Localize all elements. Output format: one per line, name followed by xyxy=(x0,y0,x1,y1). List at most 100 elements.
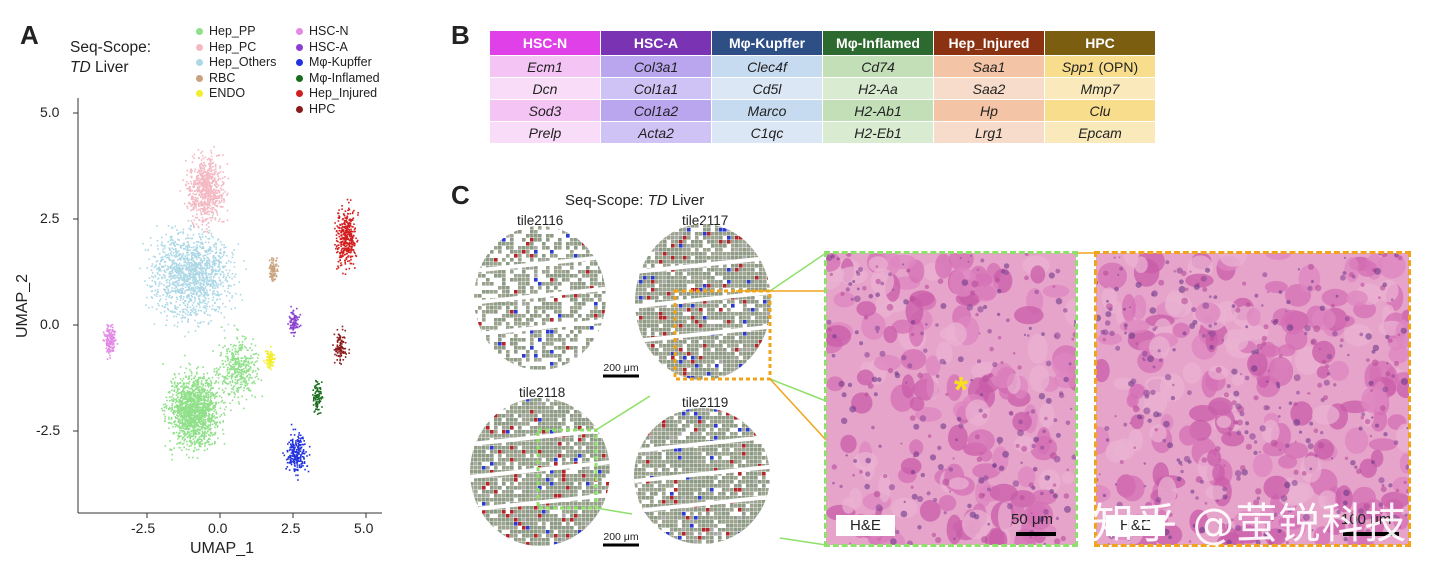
marker-gene-cell: C1qc xyxy=(711,121,823,144)
legend-label: HSC-N xyxy=(309,24,349,38)
marker-gene-cell: Saa2 xyxy=(933,77,1045,100)
legend-label: Hep_Others xyxy=(209,55,277,69)
he-scale-right-bar xyxy=(1343,532,1399,536)
zoom-box-orange xyxy=(673,289,772,381)
tile-label-2119: tile2119 xyxy=(682,395,729,410)
marker-gene-cell: Col1a2 xyxy=(600,99,712,122)
watermark: 知乎 @萤锐科技 xyxy=(1092,499,1408,548)
panel-a-title-line1: Seq-Scope: xyxy=(70,39,151,56)
tile-label-2117: tile2117 xyxy=(682,213,729,228)
tile-label-2118: tile2118 xyxy=(519,385,566,400)
marker-gene-cell: Hp xyxy=(933,99,1045,122)
legend-item: HSC-N xyxy=(296,24,380,40)
legend-dot xyxy=(196,59,203,67)
panel-c-title-post: Liver xyxy=(667,192,705,209)
marker-gene-cell: Dcn xyxy=(489,77,601,100)
legend-dot xyxy=(296,28,303,36)
marker-gene-cell: H2-Aa xyxy=(822,77,934,100)
legend-item: ENDO xyxy=(196,86,276,102)
he-label-left: H&E xyxy=(836,515,895,536)
marker-gene-cell: Col1a1 xyxy=(600,77,712,100)
y-tick-5: 5.0 xyxy=(40,104,60,120)
legend-dot xyxy=(196,74,203,82)
legend-item: RBC xyxy=(196,71,276,87)
legend-item: Hep_Injured xyxy=(296,86,380,102)
marker-gene-cell: Clu xyxy=(1044,99,1156,122)
tile-images xyxy=(470,224,771,546)
asterisk-marker: * xyxy=(954,369,969,410)
legend-dot xyxy=(296,59,303,67)
panel-a-letter: A xyxy=(20,20,39,50)
legend-label: Mφ-Kupffer xyxy=(309,55,372,69)
panel-a-title-line2: TD Liver xyxy=(70,58,151,78)
marker-gene-cell: Saa1 xyxy=(933,55,1045,78)
legend-label: HSC-A xyxy=(309,39,348,54)
tile-image xyxy=(635,224,771,380)
tile-label-2116: tile2116 xyxy=(517,213,564,228)
zoom-box-green xyxy=(536,428,598,510)
panel-a-title-italic: TD xyxy=(70,59,91,76)
legend-label: RBC xyxy=(209,70,236,85)
marker-gene-cell: Spp1 (OPN) xyxy=(1044,55,1156,78)
tile-image xyxy=(470,398,610,546)
legend-label: Hep_PP xyxy=(209,24,256,38)
marker-gene-cell: Epcam xyxy=(1044,121,1156,144)
legend-label: HPC xyxy=(309,101,336,116)
x-axis-ticks xyxy=(146,513,367,518)
legend-label: Hep_Injured xyxy=(309,86,378,100)
marker-header-5: HPC xyxy=(1044,30,1156,56)
he-scale-left-bar xyxy=(1016,532,1056,536)
legend-label: Mφ-Inflamed xyxy=(309,70,380,85)
legend-item: HSC-A xyxy=(296,40,380,56)
legend-dot xyxy=(196,90,203,98)
panel-a-title-rest: Liver xyxy=(90,59,129,76)
panel-c-title: Seq-Scope: TD Liver xyxy=(565,192,704,209)
legend-label: ENDO xyxy=(209,86,246,100)
he-label-right: H&E xyxy=(1106,515,1165,536)
legend-item: Hep_PC xyxy=(196,40,276,56)
legend-dot xyxy=(196,28,203,36)
y-tick-0: 0.0 xyxy=(40,316,60,332)
marker-gene-cell: Sod3 xyxy=(489,99,601,122)
marker-gene-cell: Lrg1 xyxy=(933,121,1045,144)
marker-header-0: HSC-N xyxy=(489,30,601,56)
tile-image xyxy=(634,408,770,544)
legend-item: HPC xyxy=(296,102,380,118)
y-tick-2-5: 2.5 xyxy=(40,210,60,226)
legend-item: Hep_Others xyxy=(196,55,276,71)
legend-dot xyxy=(296,90,303,98)
umap-plot xyxy=(73,98,382,518)
legend-item: Mφ-Kupffer xyxy=(296,55,380,71)
x-axis-label: UMAP_1 xyxy=(190,540,255,557)
x-tick-5: 5.0 xyxy=(354,520,374,536)
x-tick-neg-2-5: -2.5 xyxy=(131,520,156,536)
marker-header-2: Mφ-Kupffer xyxy=(711,30,823,56)
marker-gene-cell: Col3a1 xyxy=(600,55,712,78)
he-right-svg xyxy=(1096,253,1409,545)
legend-item: Hep_PP xyxy=(196,24,276,40)
he-scale-right-label: 100 μm xyxy=(1341,511,1392,528)
legend-dot xyxy=(296,105,303,113)
legend-dot xyxy=(296,43,303,51)
marker-gene-cell: Prelp xyxy=(489,121,601,144)
marker-header-4: Hep_Injured xyxy=(933,30,1045,56)
marker-gene-cell: Acta2 xyxy=(600,121,712,144)
x-tick-0: 0.0 xyxy=(208,520,228,536)
he-left-svg xyxy=(826,253,1076,545)
legend-dot xyxy=(296,74,303,82)
legend-item: Mφ-Inflamed xyxy=(296,71,380,87)
legend-label: Hep_PC xyxy=(209,39,257,54)
panel-c-letter: C xyxy=(451,180,470,210)
marker-header-3: Mφ-Inflamed xyxy=(822,30,934,56)
